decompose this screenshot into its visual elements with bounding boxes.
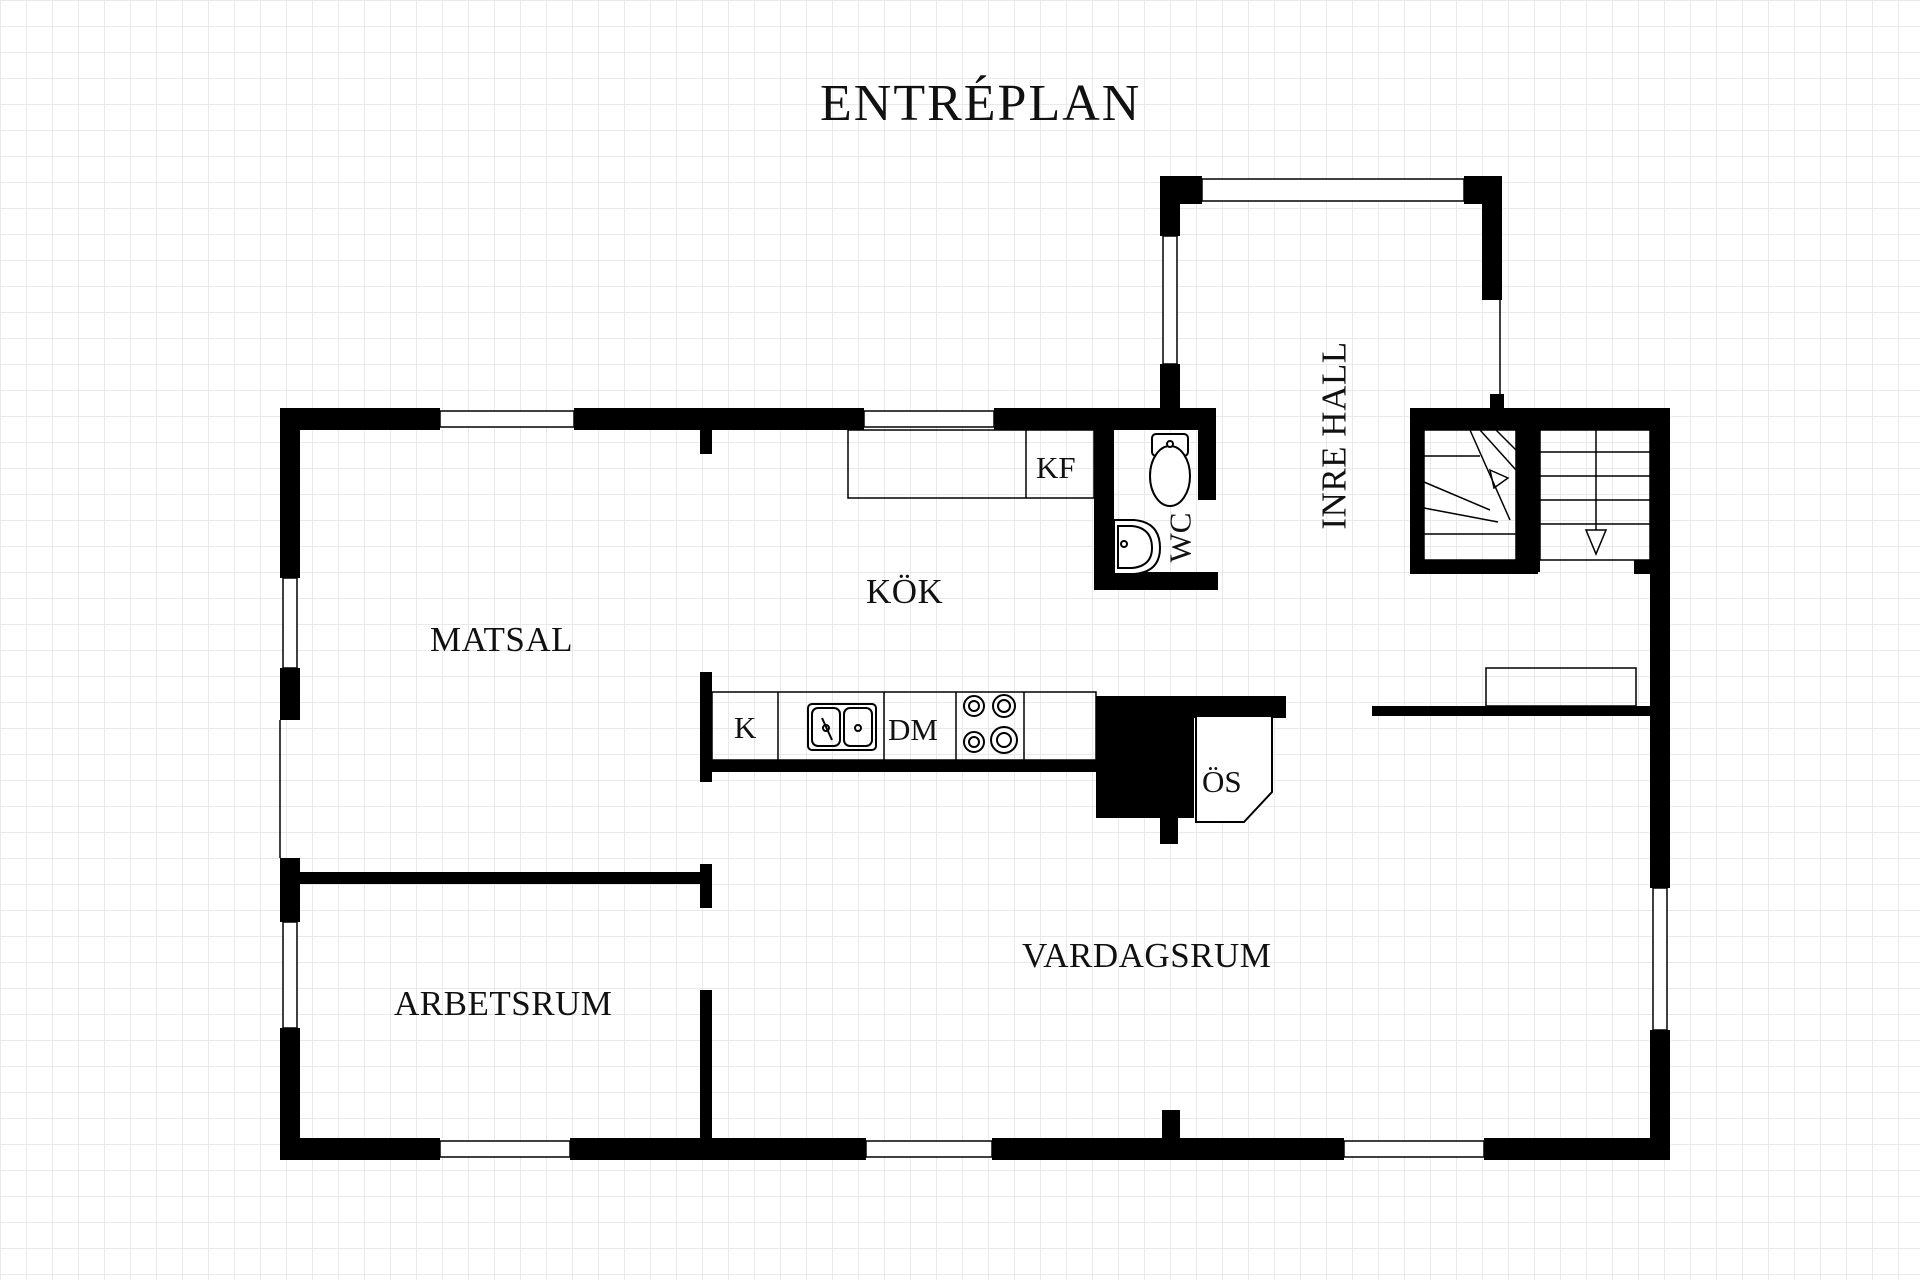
washbasin-icon — [1113, 519, 1162, 575]
room-label-inre-hall: INRE HALL — [1314, 341, 1354, 530]
sink-icon — [807, 703, 877, 751]
fixture-label-kf: KF — [1036, 450, 1076, 485]
room-label-kok: KÖK — [866, 572, 944, 611]
room-label-matsal: MATSAL — [430, 620, 574, 659]
stove-icon — [963, 694, 1018, 754]
fireplace-icon — [1195, 715, 1273, 823]
staircase-left-icon — [1423, 429, 1517, 561]
fixture-label-k: K — [734, 710, 757, 745]
kitchen-top-counter — [847, 429, 1095, 499]
page-title: ENTRÉPLAN — [820, 75, 1142, 132]
thin-walls — [279, 300, 1501, 858]
hall-cabinet — [1485, 667, 1637, 707]
room-label-arbetsrum: ARBETSRUM — [394, 984, 613, 1023]
exterior-walls — [280, 176, 1670, 1160]
fixture-label-wc: WC — [1162, 512, 1198, 563]
kitchen-counter — [711, 691, 1097, 761]
windows — [282, 178, 1668, 1158]
fixture-label-os: ÖS — [1202, 764, 1242, 799]
fixture-label-dm: DM — [888, 712, 938, 747]
toilet-icon — [1149, 433, 1191, 507]
staircase-right-icon — [1539, 429, 1651, 561]
room-label-vardagsrum: VARDAGSRUM — [1022, 936, 1272, 975]
